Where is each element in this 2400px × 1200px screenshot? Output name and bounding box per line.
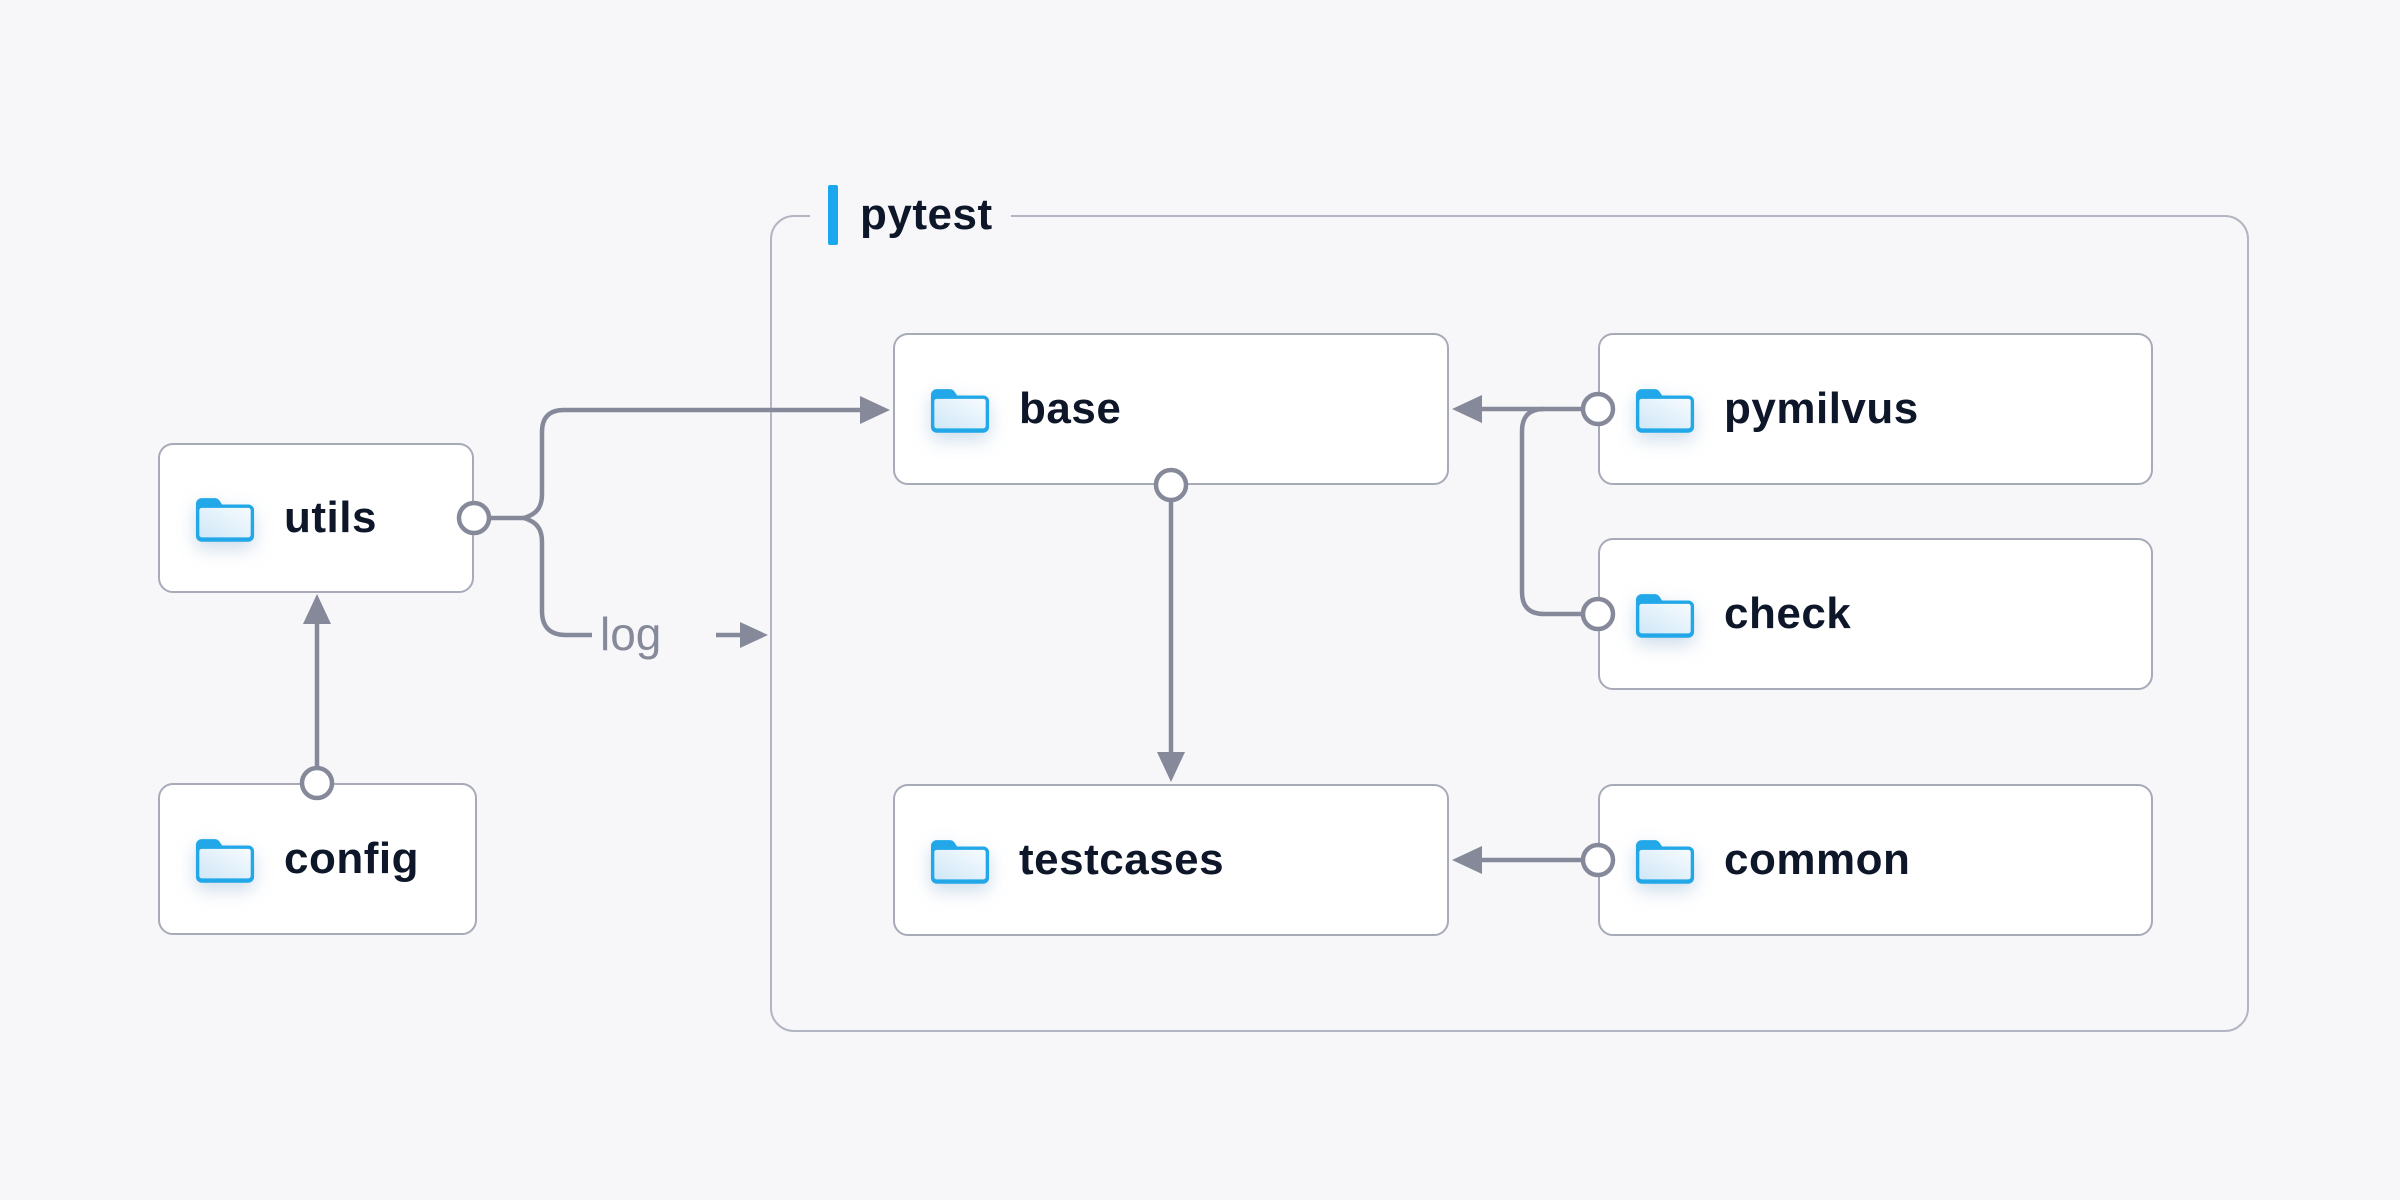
pytest-group-container: [770, 215, 2249, 1032]
group-title: pytest: [860, 190, 993, 239]
node-config: config: [158, 783, 477, 935]
folder-icon: [930, 388, 990, 433]
folder-icon: [195, 497, 255, 542]
edge-label-log: log: [600, 608, 662, 660]
node-label: base: [1019, 384, 1122, 433]
folder-icon: [195, 838, 255, 883]
node-common: common: [1598, 784, 2153, 936]
node-label: testcases: [1019, 835, 1225, 884]
node-testcases: testcases: [893, 784, 1449, 936]
node-utils: utils: [158, 443, 474, 593]
node-label: common: [1724, 835, 1911, 884]
pytest-group-label: pytest: [810, 183, 1011, 247]
node-base: base: [893, 333, 1449, 485]
node-check: check: [1598, 538, 2153, 690]
folder-icon: [1635, 593, 1695, 638]
folder-icon: [1635, 388, 1695, 433]
node-label: check: [1724, 589, 1852, 638]
node-pymilvus: pymilvus: [1598, 333, 2153, 485]
folder-icon: [1635, 839, 1695, 884]
node-label: utils: [284, 493, 377, 542]
folder-icon: [930, 839, 990, 884]
accent-bar: [828, 185, 838, 245]
node-label: pymilvus: [1724, 384, 1919, 433]
node-label: config: [284, 834, 419, 883]
